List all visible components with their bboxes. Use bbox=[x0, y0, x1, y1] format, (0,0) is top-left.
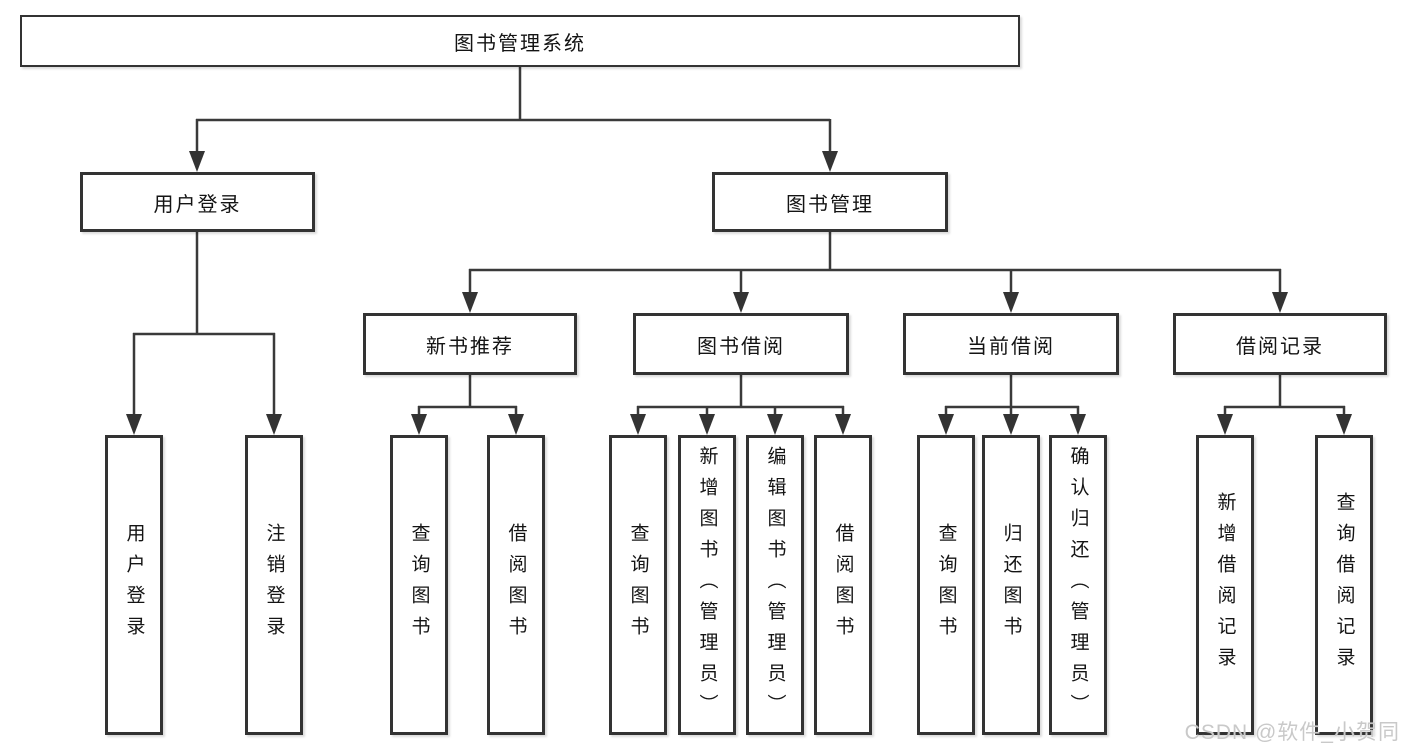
leaf-query-books-current: 查询图书 bbox=[917, 435, 975, 735]
node-book-borrow: 图书借阅 bbox=[633, 313, 849, 375]
leaf-add-book-admin: 新增图书（管理员） bbox=[678, 435, 736, 735]
node-new-book-recommend: 新书推荐 bbox=[363, 313, 577, 375]
leaf-borrow-books-borrow: 借阅图书 bbox=[814, 435, 872, 735]
node-book-management: 图书管理 bbox=[712, 172, 948, 232]
node-library-system: 图书管理系统 bbox=[20, 15, 1020, 67]
leaf-query-borrow-record: 查询借阅记录 bbox=[1315, 435, 1373, 735]
node-borrow-records: 借阅记录 bbox=[1173, 313, 1387, 375]
leaf-user-login: 用户登录 bbox=[105, 435, 163, 735]
leaf-query-books-recommend: 查询图书 bbox=[390, 435, 448, 735]
leaf-borrow-books-recommend: 借阅图书 bbox=[487, 435, 545, 735]
leaf-add-borrow-record: 新增借阅记录 bbox=[1196, 435, 1254, 735]
node-current-borrow: 当前借阅 bbox=[903, 313, 1119, 375]
watermark: CSDN @软件_小贺同学 bbox=[1184, 721, 1400, 744]
leaf-query-books-borrow: 查询图书 bbox=[609, 435, 667, 735]
leaf-logout: 注销登录 bbox=[245, 435, 303, 735]
node-user-login: 用户登录 bbox=[80, 172, 315, 232]
leaf-confirm-return-admin: 确认归还（管理员） bbox=[1049, 435, 1107, 735]
leaf-return-book: 归还图书 bbox=[982, 435, 1040, 735]
leaf-edit-book-admin: 编辑图书（管理员） bbox=[746, 435, 804, 735]
